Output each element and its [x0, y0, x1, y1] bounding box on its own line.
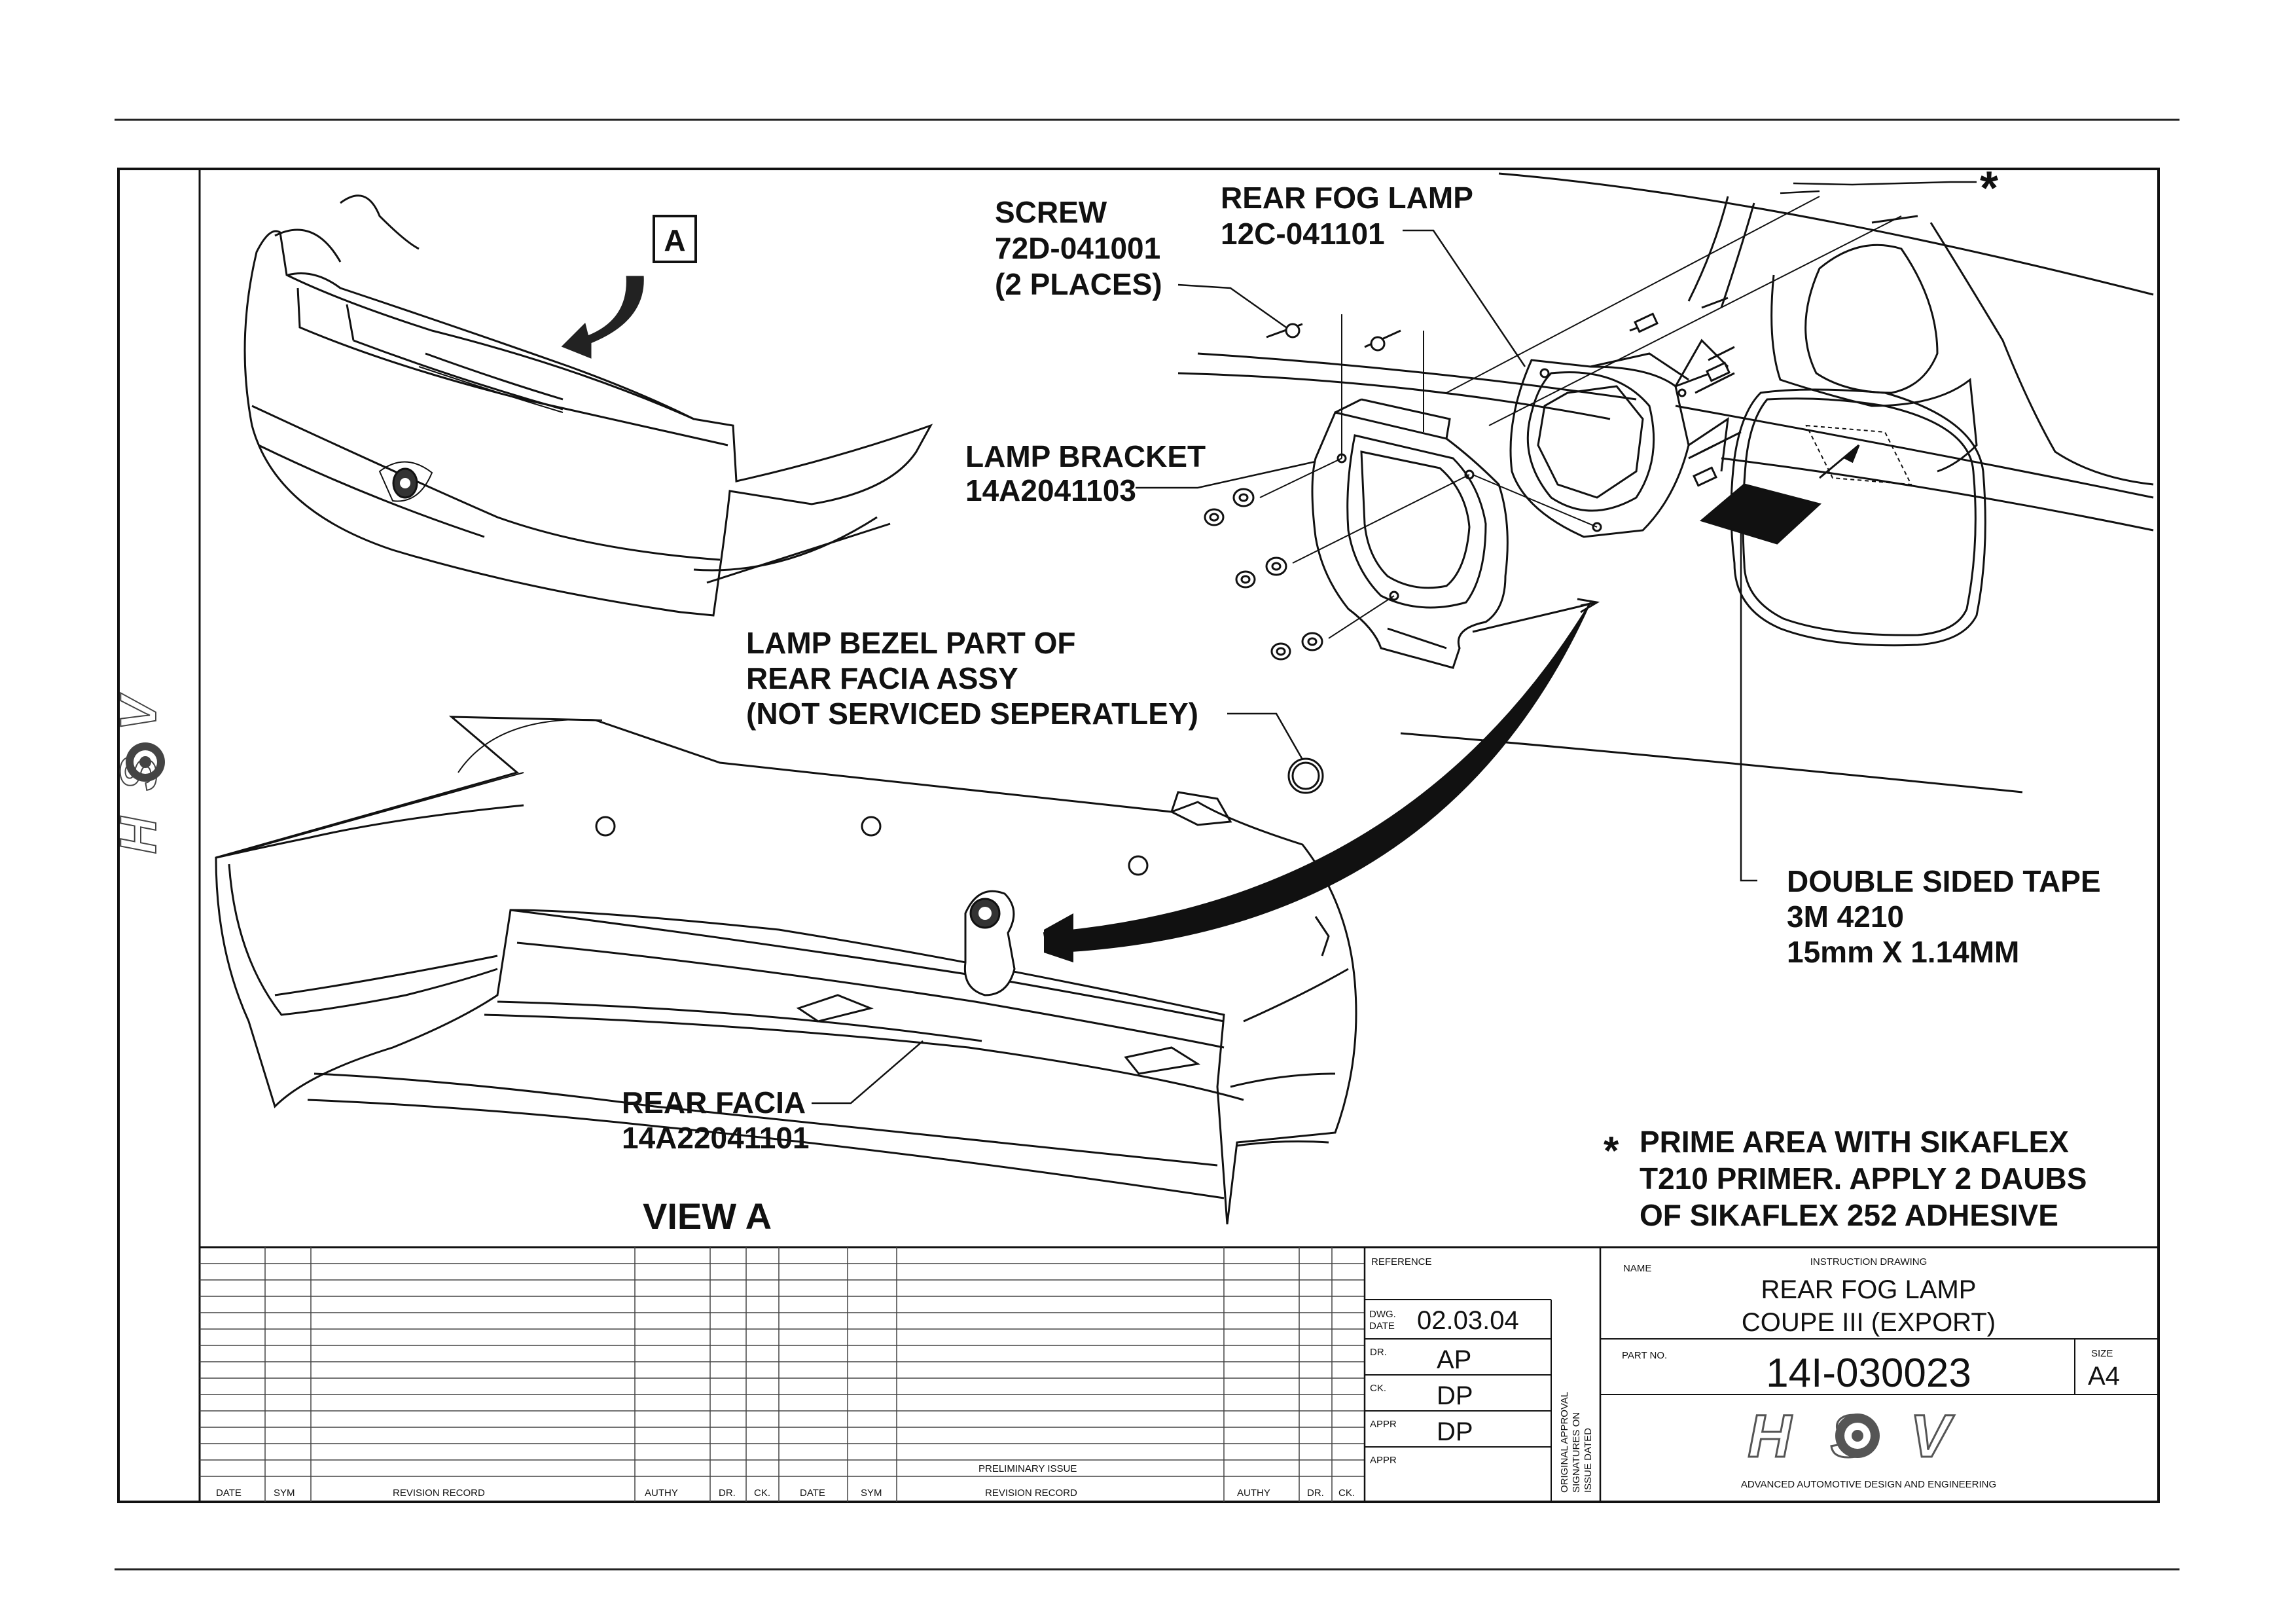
- original-approval-1: ORIGINAL APPROVAL: [1559, 1392, 1570, 1493]
- rev-header-authy-2: AUTHY: [1237, 1487, 1270, 1499]
- original-approval-2: SIGNATURES ON: [1571, 1412, 1582, 1493]
- assembly-guide-lines: [1259, 196, 1902, 639]
- name-line-2: COUPE III (EXPORT): [1742, 1308, 1996, 1337]
- screw-label-1: SCREW: [995, 195, 1107, 229]
- ck-value: DP: [1437, 1381, 1473, 1410]
- name-label: NAME: [1623, 1263, 1651, 1274]
- callout-labels: SCREW 72D-041001 (2 PLACES) REAR FOG LAM…: [622, 162, 2101, 1237]
- leader-lines: [812, 181, 1977, 1104]
- dr-label: DR.: [1370, 1347, 1387, 1358]
- view-a-arrow: [558, 274, 646, 362]
- rev-header-ck-2: CK.: [1338, 1487, 1355, 1499]
- appr-label: APPR: [1370, 1419, 1397, 1430]
- body-panel-lines: [1177, 172, 2154, 793]
- overview-bumper: [243, 194, 933, 617]
- view-a-marker-letter: A: [664, 223, 685, 257]
- tape-label-2: 3M 4210: [1787, 900, 1904, 934]
- view-a-marker: A: [558, 215, 697, 362]
- rev-header-ck-1: CK.: [754, 1487, 770, 1499]
- rev-header-dr-2: DR.: [1307, 1487, 1324, 1499]
- tape-label-1: DOUBLE SIDED TAPE: [1787, 864, 2101, 898]
- view-title: VIEW A: [643, 1195, 772, 1237]
- name-line-1: REAR FOG LAMP: [1761, 1275, 1977, 1304]
- preliminary-issue: PRELIMINARY ISSUE: [978, 1463, 1077, 1474]
- side-hsv-logo: HSV: [109, 670, 168, 854]
- rev-header-date-2: DATE: [800, 1487, 825, 1499]
- rev-header-sym-1: SYM: [274, 1487, 295, 1499]
- ck-label: CK.: [1370, 1383, 1386, 1394]
- facia-label-1: REAR FACIA: [622, 1085, 806, 1120]
- side-logo-text: HSV: [109, 670, 167, 854]
- lamp-bracket: [1311, 398, 1509, 669]
- size-value: A4: [2088, 1362, 2120, 1391]
- screw-label-3: (2 PLACES): [995, 267, 1162, 301]
- rev-header-record-1: REVISION RECORD: [393, 1487, 485, 1499]
- reference-label: REFERENCE: [1371, 1256, 1432, 1267]
- rev-header-authy-1: AUTHY: [645, 1487, 678, 1499]
- lamp-bezel-label-2: REAR FACIA ASSY: [746, 661, 1018, 695]
- lamp-bracket-label-2: 14A2041103: [965, 473, 1136, 507]
- lamp-bezel-label-3: (NOT SERVICED SEPERATLEY): [746, 697, 1198, 731]
- rev-header-date-1: DATE: [216, 1487, 242, 1499]
- company-name: ADVANCED AUTOMOTIVE DESIGN AND ENGINEERI…: [1741, 1479, 1996, 1490]
- dr-value: AP: [1437, 1345, 1471, 1374]
- original-approval-3: ISSUE DATED: [1583, 1428, 1594, 1493]
- title-block-hsv-logo: HSV: [1747, 1402, 1951, 1471]
- rev-header-record-2: REVISION RECORD: [985, 1487, 1077, 1499]
- assembly-arrow-head: [1044, 913, 1073, 962]
- dwg-label-1: DWG.: [1369, 1309, 1396, 1320]
- fog-lamp-label-1: REAR FOG LAMP: [1221, 181, 1473, 215]
- fog-lamp-label-2: 12C-041101: [1221, 217, 1385, 251]
- drawing-type: INSTRUCTION DRAWING: [1810, 1256, 1928, 1267]
- dwg-label-2: DATE: [1369, 1321, 1395, 1332]
- size-label: SIZE: [2091, 1348, 2113, 1359]
- rev-header-sym-2: SYM: [861, 1487, 882, 1499]
- fog-lamp-body: [1509, 338, 1742, 538]
- drawing-frame: [117, 168, 2160, 1503]
- lamp-bracket-label-1: LAMP BRACKET: [965, 439, 1206, 473]
- note-asterisk: *: [1604, 1129, 1619, 1173]
- facia-label-2: 14A22041101: [622, 1121, 810, 1155]
- note-line-2: T210 PRIMER. APPLY 2 DAUBS: [1640, 1161, 2087, 1195]
- asterisk-marker: *: [1980, 162, 1998, 215]
- appr-value: DP: [1437, 1417, 1473, 1446]
- title-block: DATE SYM REVISION RECORD AUTHY DR. CK. D…: [200, 1246, 2159, 1502]
- part-no-label: PART NO.: [1622, 1350, 1667, 1361]
- appr2-label: APPR: [1370, 1455, 1397, 1466]
- note-line-1: PRIME AREA WITH SIKAFLEX: [1640, 1125, 2069, 1159]
- tape-label-3: 15mm X 1.14MM: [1787, 935, 2019, 969]
- assembly-arrow: [1043, 602, 1591, 954]
- view-a-bumper: [215, 716, 1357, 1225]
- rev-header-dr-1: DR.: [719, 1487, 736, 1499]
- dwg-date: 02.03.04: [1417, 1306, 1519, 1335]
- note-line-3: OF SIKAFLEX 252 ADHESIVE: [1640, 1198, 2058, 1232]
- fasteners: [1204, 297, 1735, 794]
- part-no: 14I-030023: [1766, 1351, 1971, 1396]
- lamp-bezel-label-1: LAMP BEZEL PART OF: [746, 626, 1075, 660]
- screw-label-2: 72D-041001: [995, 231, 1160, 265]
